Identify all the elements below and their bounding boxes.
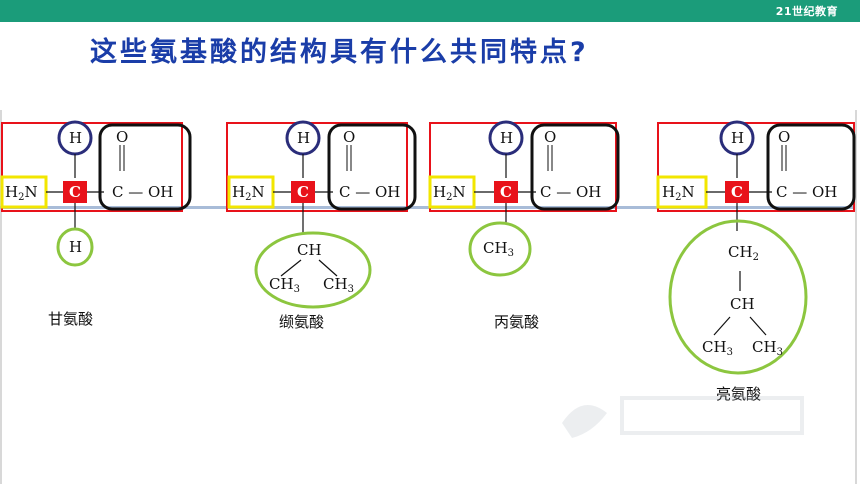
amino-sub: 2 bbox=[446, 192, 453, 203]
right-divider bbox=[855, 110, 857, 484]
amino-sub: 2 bbox=[18, 192, 25, 203]
molecule-name: 亮氨酸 bbox=[716, 385, 762, 403]
amino-label: H2N bbox=[662, 185, 695, 203]
ch3-left-sub: 3 bbox=[293, 284, 300, 295]
molecule-alanine: H O H2N C C — OH CH3 丙氨酸 bbox=[428, 120, 648, 401]
alpha-carbon: C bbox=[725, 181, 749, 203]
ch3-left-sub: 3 bbox=[726, 347, 733, 358]
molecule-valine: H O H2N C C — OH CH CH3 CH3 缬氨酸 bbox=[225, 120, 445, 401]
amino-main: H bbox=[5, 183, 19, 201]
watermark-swoosh bbox=[562, 405, 607, 438]
ch3-right-sub: 3 bbox=[776, 347, 783, 358]
carboxyl-label: C — OH bbox=[112, 183, 174, 201]
o-label: O bbox=[778, 128, 791, 146]
r-group-label: H bbox=[69, 238, 83, 256]
slide-title: 这些氨基酸的结构具有什么共同特点? bbox=[90, 37, 589, 68]
ch3-left-main: CH bbox=[702, 338, 727, 356]
leucine-shapes bbox=[656, 120, 856, 375]
o-label: O bbox=[544, 128, 557, 146]
watermark-frame bbox=[620, 396, 804, 435]
amino-tail: N bbox=[251, 183, 265, 201]
red-frame bbox=[429, 122, 617, 212]
ch3-main: CH bbox=[483, 239, 508, 257]
amino-label: H2N bbox=[232, 185, 265, 203]
amino-main: H bbox=[662, 183, 676, 201]
ch3-right-main: CH bbox=[752, 338, 777, 356]
ch3-left-main: CH bbox=[269, 275, 294, 293]
amino-tail: N bbox=[452, 183, 466, 201]
watermark-logo bbox=[562, 396, 804, 438]
amino-main: H bbox=[232, 183, 246, 201]
r-ch2-label: CH2 bbox=[728, 245, 759, 263]
r-ch3-right: CH3 bbox=[752, 340, 783, 358]
r-ch-label: CH bbox=[297, 241, 322, 259]
r-ch3-label: CH3 bbox=[483, 241, 514, 259]
branch-left bbox=[713, 316, 731, 336]
r-circle bbox=[468, 221, 532, 277]
r-circle bbox=[56, 227, 94, 267]
amino-sub: 2 bbox=[675, 192, 682, 203]
amino-label: H2N bbox=[5, 185, 38, 203]
ch3-sub: 3 bbox=[507, 248, 514, 259]
cooh-box bbox=[766, 123, 856, 211]
molecule-leucine: H O H2N C C — OH CH2 CH CH3 CH3 亮氨酸 bbox=[656, 120, 860, 403]
branch-left bbox=[280, 259, 302, 277]
alpha-carbon: C bbox=[63, 181, 87, 203]
r-circle bbox=[668, 219, 808, 375]
carboxyl-label: C — OH bbox=[540, 183, 602, 201]
ch2-main: CH bbox=[728, 243, 753, 261]
r-ch-label: CH bbox=[730, 295, 755, 313]
amino-label: H2N bbox=[433, 185, 466, 203]
r-ch3-right: CH3 bbox=[323, 277, 354, 295]
brand-logo: 21世纪教育 bbox=[775, 5, 838, 18]
branch-right bbox=[318, 259, 338, 277]
cooh-box bbox=[327, 123, 417, 211]
amino-tail: N bbox=[24, 183, 38, 201]
r-ch3-left: CH3 bbox=[702, 340, 733, 358]
cooh-box bbox=[530, 123, 620, 211]
alanine-shapes bbox=[428, 120, 620, 277]
molecule-glycine: H O H2N C C — OH H 甘氨酸 bbox=[0, 120, 220, 401]
carboxyl-label: C — OH bbox=[339, 183, 401, 201]
ch2-sub: 2 bbox=[752, 252, 759, 263]
alpha-carbon: C bbox=[494, 181, 518, 203]
baseline-rule bbox=[0, 206, 855, 209]
r-circle bbox=[254, 231, 372, 309]
r-ch3-left: CH3 bbox=[269, 277, 300, 295]
o-label: O bbox=[116, 128, 129, 146]
amino-tail: N bbox=[681, 183, 695, 201]
h-top: H bbox=[500, 129, 514, 147]
cooh-box bbox=[98, 123, 192, 211]
ch3-right-main: CH bbox=[323, 275, 348, 293]
amino-main: H bbox=[433, 183, 447, 201]
ch3-right-sub: 3 bbox=[347, 284, 354, 295]
molecule-name: 缬氨酸 bbox=[279, 313, 325, 331]
amino-sub: 2 bbox=[245, 192, 252, 203]
h-top: H bbox=[297, 129, 311, 147]
valine-shapes bbox=[226, 120, 417, 309]
h-top: H bbox=[731, 129, 745, 147]
molecule-name: 丙氨酸 bbox=[494, 313, 540, 331]
top-bar: 21世纪教育 bbox=[0, 0, 860, 22]
o-label: O bbox=[343, 128, 356, 146]
carboxyl-label: C — OH bbox=[776, 183, 838, 201]
molecule-name: 甘氨酸 bbox=[48, 310, 94, 328]
alpha-carbon: C bbox=[291, 181, 315, 203]
branch-right bbox=[749, 316, 767, 336]
red-frame bbox=[1, 122, 183, 212]
h-top: H bbox=[69, 129, 83, 147]
left-divider bbox=[0, 110, 2, 484]
glycine-shapes bbox=[0, 120, 192, 267]
red-frame bbox=[226, 122, 408, 212]
